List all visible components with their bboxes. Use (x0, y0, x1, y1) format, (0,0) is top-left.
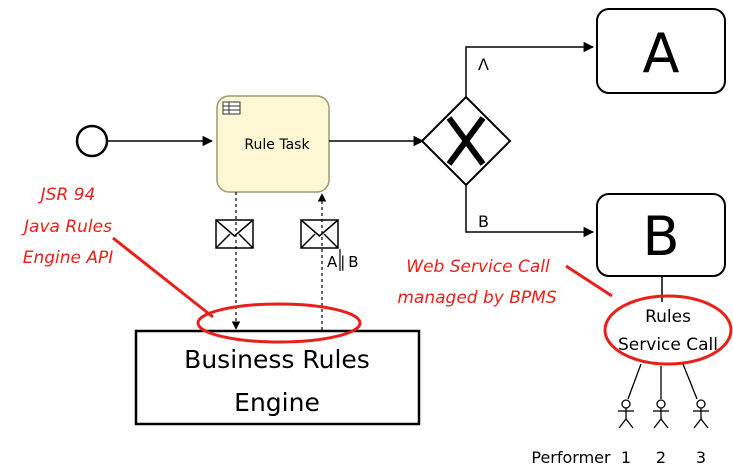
jsr-annotation-connector (112, 236, 214, 319)
performer-label: Performer (531, 448, 611, 467)
jsr-annotation-line3: Engine API (23, 248, 114, 268)
message-label: A | B (327, 253, 359, 271)
business-rules-engine[interactable]: Business Rules Engine (134, 329, 421, 426)
exclusive-gateway[interactable] (420, 95, 512, 187)
performer-link-1 (627, 363, 642, 400)
performer-number-3: 3 (696, 448, 706, 467)
performer-link-3 (682, 363, 698, 400)
jsr-annotation-line2: Java Rules (21, 217, 112, 237)
performer-number-1: 1 (621, 448, 631, 467)
web-service-annotation-line1: Web Service Call (406, 257, 550, 277)
sequence-flow-to-b (465, 185, 595, 238)
engine-label-line2: Engine (234, 388, 320, 417)
task-b-label: B (642, 205, 679, 268)
x-gateway-icon (446, 116, 486, 166)
performer-icon (693, 399, 709, 429)
rules-service-call-highlight (603, 294, 733, 366)
branch-label-a: Λ (478, 55, 489, 74)
table-icon (222, 101, 241, 115)
performer-icon (618, 399, 634, 429)
rules-service-call-line2: Service Call (618, 335, 718, 355)
rules-service-call-line1: Rules (645, 307, 691, 327)
jsr-annotation-line1: JSR 94 (38, 185, 96, 205)
start-event[interactable] (75, 124, 109, 158)
rule-task[interactable]: Rule Task (216, 95, 330, 193)
sequence-flow-to-a (465, 41, 595, 97)
task-a[interactable]: A (596, 8, 726, 94)
task-b[interactable]: B (596, 193, 726, 277)
branch-label-b: B (478, 212, 489, 231)
envelope-icon (215, 219, 254, 249)
performer-icon (653, 399, 669, 429)
web-service-annotation-connector (565, 264, 613, 298)
engine-label-line1: Business Rules (184, 345, 370, 374)
rule-task-label: Rule Task (244, 137, 310, 153)
web-service-annotation-line2: managed by BPMS (397, 288, 556, 308)
task-a-label: A (643, 22, 680, 85)
engine-interface-highlight (196, 302, 362, 344)
envelope-icon (300, 219, 339, 249)
performer-number-2: 2 (656, 448, 666, 467)
